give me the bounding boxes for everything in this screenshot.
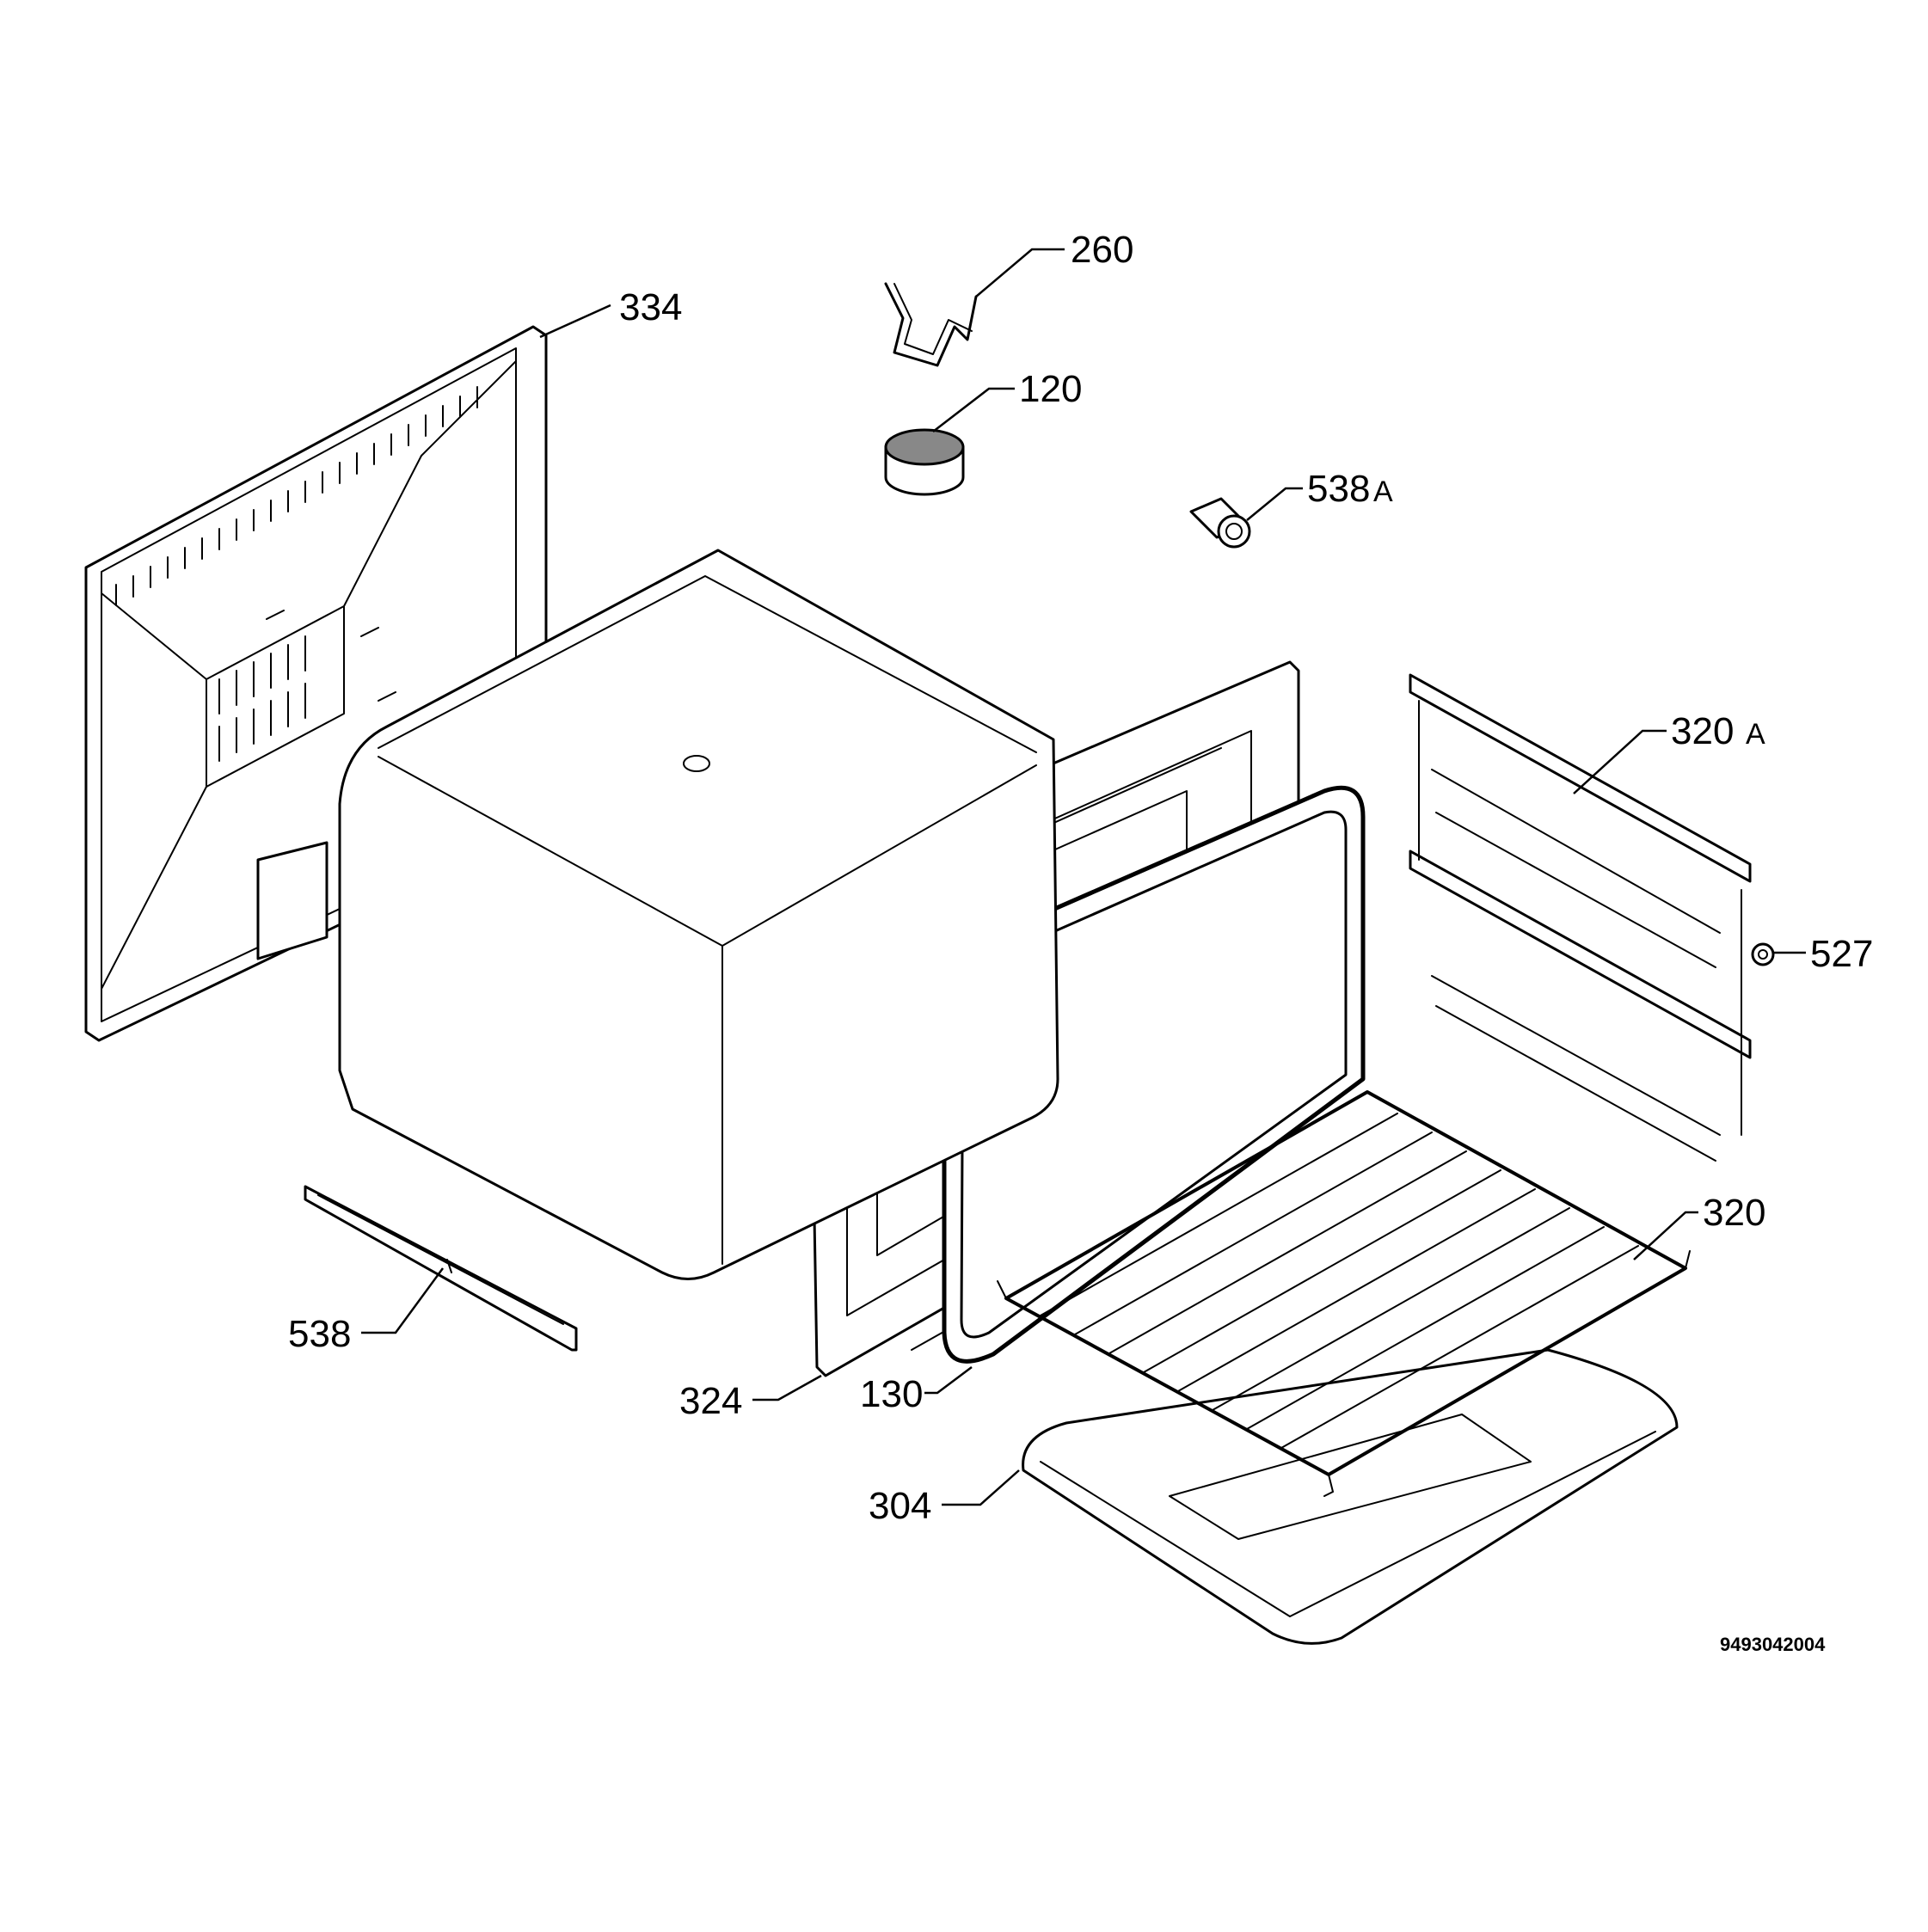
lamp-holder-drawing	[1189, 497, 1251, 549]
spring-clip-drawing	[884, 282, 978, 367]
callout-527: 527	[1810, 933, 1873, 975]
oven-shelf-drawing	[997, 1090, 1691, 1497]
callout-324: 324	[679, 1380, 742, 1422]
callout-320a-suffix: A	[1746, 718, 1765, 751]
side-rails-drawing	[1409, 673, 1752, 1162]
callout-538: 538	[288, 1313, 351, 1355]
callout-120: 120	[1019, 368, 1082, 410]
callout-304: 304	[869, 1485, 931, 1527]
drawing-code: 9493042004	[1720, 1634, 1826, 1655]
callout-334: 334	[619, 286, 682, 328]
callout-538a-number: 538	[1307, 468, 1370, 510]
rail-strip-drawing	[304, 1185, 578, 1352]
leader-lines	[361, 248, 1806, 1506]
callout-260: 260	[1071, 229, 1133, 271]
callout-538a-suffix: A	[1373, 475, 1393, 508]
baking-tray-drawing	[1022, 1348, 1679, 1645]
screw-drawing	[1751, 942, 1775, 966]
filter-drawing	[884, 428, 965, 496]
oven-cavity-drawing	[256, 549, 1059, 1280]
callout-labels: 260 334 120 538 A 320 A 527 320 538 324 …	[288, 229, 1873, 1655]
callout-320: 320	[1703, 1192, 1765, 1234]
callout-130: 130	[860, 1373, 923, 1415]
callout-320a-number: 320	[1671, 710, 1734, 752]
